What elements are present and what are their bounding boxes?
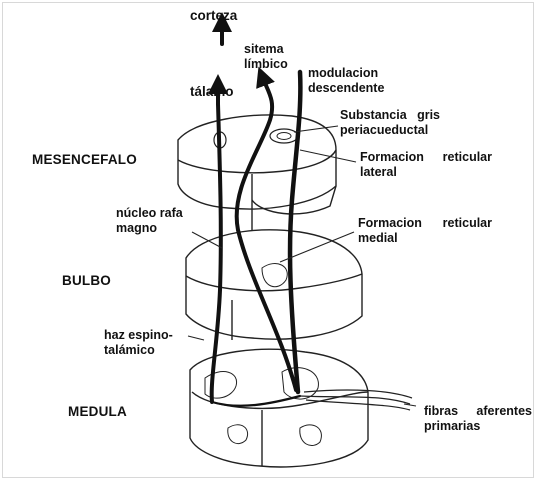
label-nucleo-line2: magno xyxy=(116,221,183,236)
label-frl-line2: lateral xyxy=(360,165,492,180)
label-talamo: tálamo xyxy=(190,84,234,99)
mesencefalo-segment xyxy=(178,115,336,230)
label-corteza: corteza xyxy=(190,8,237,23)
label-modulacion-descendente: modulacion descendente xyxy=(308,66,384,96)
label-fibras-line2: primarias xyxy=(424,419,532,434)
label-formacion-reticular-lateral: Formacion reticular lateral xyxy=(360,150,492,180)
label-frm-line1: Formacion reticular xyxy=(358,216,492,231)
label-nucleo-rafa-magno: núcleo rafa magno xyxy=(116,206,183,236)
label-substancia-line2: periacueductal xyxy=(340,123,440,138)
label-frl-line1: Formacion reticular xyxy=(360,150,492,165)
label-nucleo-line1: núcleo rafa xyxy=(116,206,183,221)
label-sistema-limbico-line1: sitema xyxy=(244,42,288,57)
label-haz-line1: haz espino- xyxy=(104,328,173,343)
label-fibras-line1: fibras aferentes xyxy=(424,404,532,419)
label-haz-espinotalamico: haz espino- talámico xyxy=(104,328,173,358)
label-substancia-line1: Substancia gris xyxy=(340,108,440,123)
label-modulacion-line1: modulacion xyxy=(308,66,384,81)
label-substancia-gris: Substancia gris periacueductal xyxy=(340,108,440,138)
label-sistema-limbico: sitema límbico xyxy=(244,42,288,72)
label-haz-line2: talámico xyxy=(104,343,173,358)
region-mesencefalo: MESENCEFALO xyxy=(32,152,137,167)
label-fibras-aferentes: fibras aferentes primarias xyxy=(424,404,532,434)
label-formacion-reticular-medial: Formacion reticular medial xyxy=(358,216,492,246)
region-medula: MEDULA xyxy=(68,404,127,419)
region-bulbo: BULBO xyxy=(62,273,111,288)
medula-segment xyxy=(190,349,368,467)
label-sistema-limbico-line2: límbico xyxy=(244,57,288,72)
label-modulacion-line2: descendente xyxy=(308,81,384,96)
label-frm-line2: medial xyxy=(358,231,492,246)
